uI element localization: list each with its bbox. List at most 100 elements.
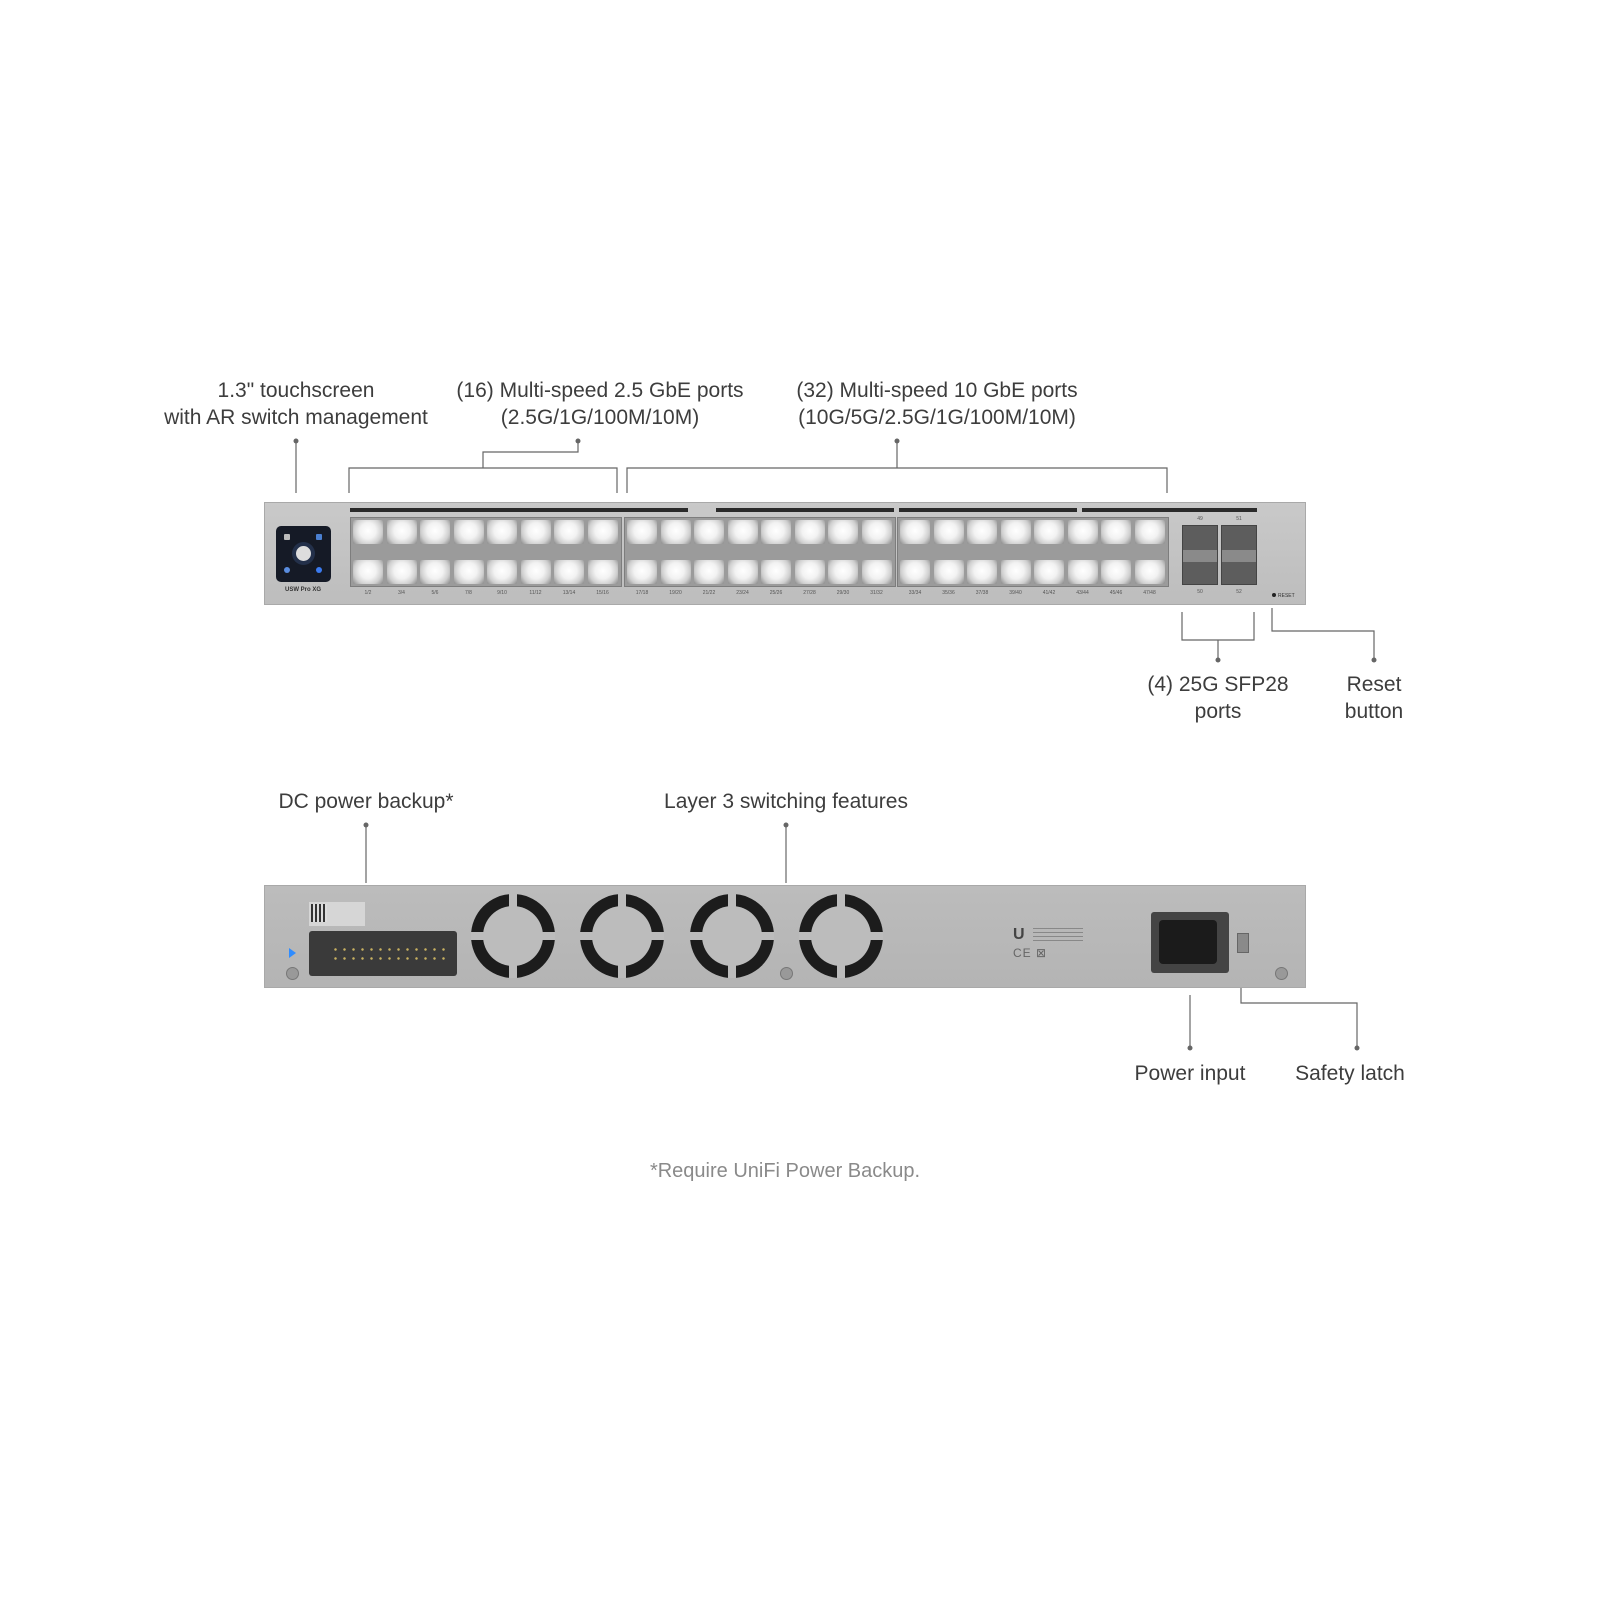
rj45-port[interactable] xyxy=(587,560,618,584)
rj45-port[interactable] xyxy=(353,560,383,584)
callout-dc-power-backup: DC power backup* xyxy=(278,790,454,813)
port-number-label: 41/42 xyxy=(1042,590,1056,596)
sfp28-cage-51-52[interactable] xyxy=(1221,525,1257,585)
callout-safety-latch: Safety latch xyxy=(1295,1062,1405,1085)
rj45-port[interactable] xyxy=(933,560,964,584)
port-number-label: 23/24 xyxy=(736,590,749,596)
callout-power-input: Power input xyxy=(1134,1062,1246,1085)
callout-text: with AR switch management xyxy=(164,406,428,429)
callout-text: Reset xyxy=(1346,673,1402,696)
rj45-port[interactable] xyxy=(828,520,858,544)
touchscreen-center-button[interactable] xyxy=(296,546,311,561)
reset-button[interactable]: RESET xyxy=(1272,593,1295,599)
port-number-label: 1/2 xyxy=(364,590,372,596)
rj45-port[interactable] xyxy=(1000,520,1031,544)
rj45-port[interactable] xyxy=(967,520,997,544)
rj45-port[interactable] xyxy=(554,520,584,544)
rj45-port[interactable] xyxy=(967,560,997,584)
rj45-port[interactable] xyxy=(1101,560,1131,584)
rj45-port[interactable] xyxy=(1067,520,1098,544)
fan-icon xyxy=(580,894,664,978)
info-icon xyxy=(284,567,290,573)
rj45-port[interactable] xyxy=(1000,560,1031,584)
callout-layer3: Layer 3 switching features xyxy=(664,790,908,813)
rj45-port[interactable] xyxy=(794,520,825,544)
rj45-port[interactable] xyxy=(587,520,618,544)
power-input-socket[interactable] xyxy=(1151,912,1229,973)
rj45-port[interactable] xyxy=(386,520,417,544)
rj45-port[interactable] xyxy=(727,520,758,544)
port-number-label: 3/4 xyxy=(398,590,405,596)
callout-10g-ports: (32) Multi-speed 10 GbE ports (10G/5G/2.… xyxy=(767,377,1107,431)
port-group-bar xyxy=(716,508,894,512)
rj45-port[interactable] xyxy=(520,560,551,584)
rj45-port[interactable] xyxy=(1067,560,1098,584)
certification-marks-icon: CE ⊠ xyxy=(1013,946,1048,960)
sfp-port-label: 50 xyxy=(1197,589,1203,595)
rj45-port[interactable] xyxy=(453,520,484,544)
port-number-label: 43/44 xyxy=(1076,590,1089,596)
touchscreen[interactable] xyxy=(276,526,331,582)
rj45-port[interactable] xyxy=(627,560,657,584)
port-group-bar xyxy=(899,508,1077,512)
port-number-label: 11/12 xyxy=(529,590,542,596)
rj45-port[interactable] xyxy=(660,520,691,544)
rj45-port[interactable] xyxy=(487,520,517,544)
rj45-port[interactable] xyxy=(353,520,383,544)
port-number-label: 27/28 xyxy=(803,590,816,596)
callout-text: (32) Multi-speed 10 GbE ports xyxy=(796,379,1078,402)
callout-text: (4) 25G SFP28 xyxy=(1147,673,1289,696)
footnote: *Require UniFi Power Backup. xyxy=(649,1160,921,1182)
port-number-label: 25/26 xyxy=(769,590,783,596)
callout-text: (10G/5G/2.5G/1G/100M/10M) xyxy=(798,406,1076,429)
rj45-port[interactable] xyxy=(420,560,450,584)
rj45-port[interactable] xyxy=(694,520,724,544)
rj45-port[interactable] xyxy=(386,560,417,584)
dc-power-backup-connector[interactable] xyxy=(309,931,457,976)
regulatory-text xyxy=(1033,928,1083,942)
rj45-port[interactable] xyxy=(900,520,930,544)
rj45-port[interactable] xyxy=(761,520,791,544)
callout-text: button xyxy=(1344,700,1404,723)
sfp28-cage-49-50[interactable] xyxy=(1182,525,1218,585)
fan-icon xyxy=(471,894,555,978)
port-number-label: 45/46 xyxy=(1109,590,1123,596)
rj45-port[interactable] xyxy=(1101,520,1131,544)
port-number-label: 21/22 xyxy=(702,590,716,596)
device-icon xyxy=(316,534,322,540)
safety-latch[interactable] xyxy=(1237,933,1249,953)
rj45-port[interactable] xyxy=(1134,560,1165,584)
rj45-port[interactable] xyxy=(1034,520,1064,544)
rj45-port[interactable] xyxy=(727,560,758,584)
port-number-label: 33/34 xyxy=(908,590,922,596)
port-number-label: 5/6 xyxy=(431,590,439,596)
callout-sfp28-ports: (4) 25G SFP28 ports xyxy=(1128,671,1308,725)
rj45-port[interactable] xyxy=(1134,520,1165,544)
rj45-port[interactable] xyxy=(420,520,450,544)
callout-touchscreen: 1.3" touchscreen with AR switch manageme… xyxy=(146,377,446,431)
rj45-port[interactable] xyxy=(554,560,584,584)
rj45-port[interactable] xyxy=(660,560,691,584)
rj45-port[interactable] xyxy=(900,560,930,584)
port-number-label: 13/14 xyxy=(562,590,576,596)
port-number-label: 35/36 xyxy=(942,590,955,596)
rj45-port[interactable] xyxy=(861,560,892,584)
ubiquiti-logo-icon: U xyxy=(1013,926,1025,943)
rj45-port[interactable] xyxy=(828,560,858,584)
rj45-port[interactable] xyxy=(694,560,724,584)
rj45-port[interactable] xyxy=(487,560,517,584)
rj45-port[interactable] xyxy=(1034,560,1064,584)
rj45-port[interactable] xyxy=(453,560,484,584)
callout-text: ports xyxy=(1194,700,1242,723)
sfp-port-label: 52 xyxy=(1236,589,1242,595)
fan-icon xyxy=(799,894,883,978)
rj45-port[interactable] xyxy=(861,520,892,544)
fan-icon xyxy=(690,894,774,978)
rj45-port[interactable] xyxy=(794,560,825,584)
rj45-port[interactable] xyxy=(520,520,551,544)
rj45-port[interactable] xyxy=(933,520,964,544)
network-icon xyxy=(284,534,290,540)
rj45-port[interactable] xyxy=(627,520,657,544)
callout-text: 1.3" touchscreen xyxy=(217,379,375,402)
rj45-port[interactable] xyxy=(761,560,791,584)
